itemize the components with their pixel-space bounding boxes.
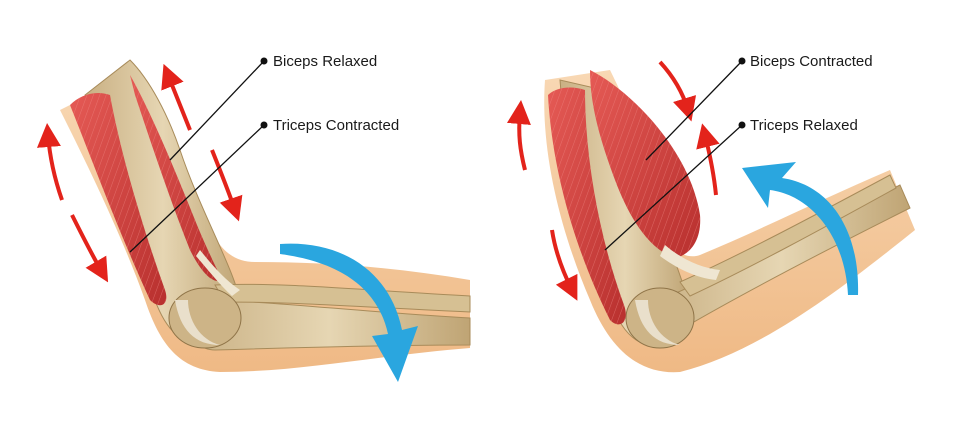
label-triceps-relaxed: Triceps Relaxed [750,117,858,134]
left-biceps-arrow-up [161,63,192,131]
right-biceps-arrow-up [696,123,720,196]
left-motion-arrow [280,243,418,382]
left-leader-line-biceps [169,60,265,161]
right-leader-dot-biceps [738,57,746,65]
left-triceps-fibers [70,93,167,306]
left-leader-dot-biceps [260,57,268,65]
right-forearm-radius [679,174,897,297]
left-leader-line-triceps [129,124,265,253]
right-biceps-arrow-down [658,60,697,122]
right-elbow-cartilage [635,300,680,345]
left-biceps-fibers [130,75,222,281]
label-biceps-relaxed: Biceps Relaxed [273,53,377,70]
left-biceps-arrow-down [210,149,243,222]
left-triceps-arrow-down [70,214,109,283]
right-leader-line-triceps [604,124,743,251]
label-biceps-contracted: Biceps Contracted [750,53,873,70]
right-triceps-arrow-down [550,229,578,301]
right-triceps-arrow-up [507,100,531,171]
left-leader-dot-triceps [260,121,268,129]
right-leader-line-biceps [645,60,743,161]
left-biceps-tendon [196,250,240,296]
right-biceps-tendon [660,245,720,280]
right-leader-dot-triceps [738,121,746,129]
left-triceps-arrow-up [36,123,64,201]
left-forearm-radius [214,283,471,313]
left-elbow-cartilage [175,300,220,345]
left-panel-arm-extended: Biceps Relaxed Triceps Contracted [36,53,471,382]
right-triceps-fibers [548,87,626,325]
label-triceps-contracted: Triceps Contracted [273,117,399,134]
right-motion-arrow [742,162,859,295]
right-panel-arm-flexed: Biceps Contracted Triceps Relaxed [507,53,915,373]
right-biceps-fibers [590,70,701,258]
